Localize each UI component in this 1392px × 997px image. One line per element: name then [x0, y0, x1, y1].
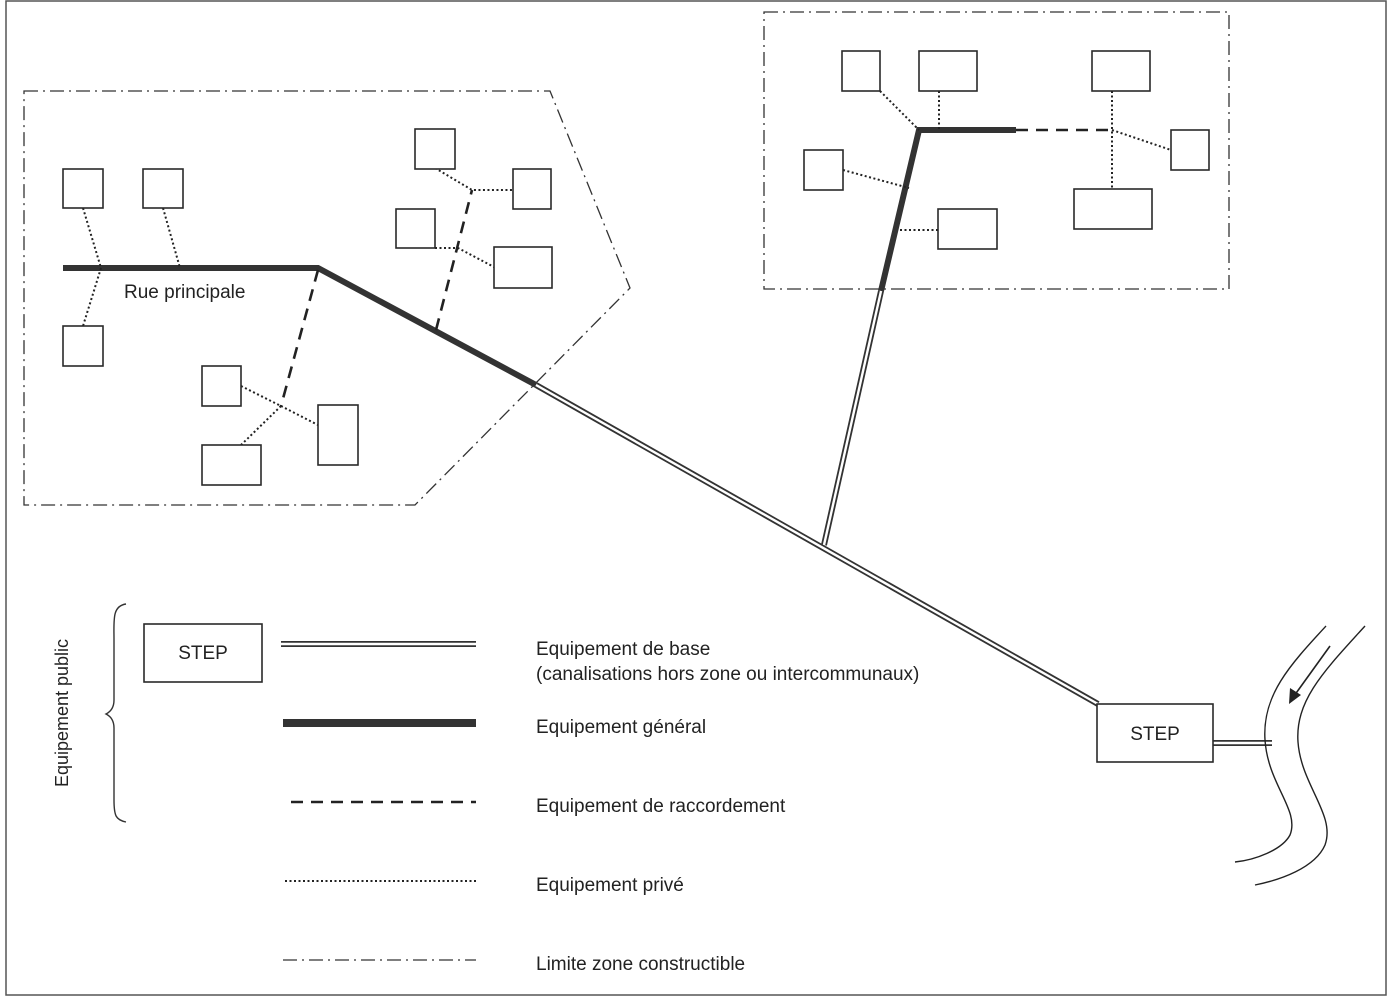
building — [201, 444, 262, 486]
base-line-main-inner — [535, 383, 1099, 706]
building — [512, 168, 552, 210]
building — [395, 208, 436, 249]
building — [918, 50, 978, 92]
private-line — [1111, 129, 1172, 151]
raccordement-line-left-north — [434, 189, 474, 331]
treatment-plant: STEP — [1096, 703, 1214, 763]
building — [1170, 129, 1210, 171]
building — [142, 168, 184, 209]
private-line — [879, 90, 920, 131]
building — [803, 149, 844, 191]
private-line — [82, 267, 102, 327]
legend-base-sublabel: (canalisations hors zone ou intercommuna… — [536, 664, 919, 685]
step-box — [1096, 703, 1214, 763]
legend-raccordement-label: Equipement de raccordement — [536, 796, 786, 817]
building — [493, 246, 553, 289]
private-line — [82, 207, 102, 269]
private-line — [435, 247, 495, 268]
river-flow-arrowhead-icon — [1289, 688, 1301, 704]
diagram-frame — [5, 0, 1387, 996]
legend-limite-label: Limite zone constructible — [536, 954, 745, 975]
private-line — [842, 169, 910, 189]
river-bank-left — [1234, 625, 1327, 863]
building — [62, 168, 104, 209]
building — [937, 208, 998, 250]
river — [1234, 625, 1366, 886]
river-flow-arrow — [1293, 645, 1331, 697]
river-bank-right — [1254, 625, 1366, 886]
zone-boundary-left — [23, 90, 631, 506]
legend: Equipement public STEP Equipement de bas… — [52, 603, 919, 975]
street-label: Rue principale — [124, 282, 245, 303]
base-equipment-network — [534, 290, 1272, 746]
building — [841, 50, 881, 92]
legend-step-box — [143, 623, 263, 683]
private-line — [280, 405, 319, 426]
legend-step-label: STEP — [178, 643, 228, 664]
legend-brace — [104, 603, 127, 823]
building-zone-right — [763, 11, 1230, 292]
legend-base-label: Equipement de base — [536, 639, 710, 660]
building — [414, 128, 456, 170]
legend-prive-label: Equipement privé — [536, 875, 684, 896]
building — [62, 325, 104, 367]
zone-boundary-right — [763, 11, 1230, 290]
general-line-main-street — [63, 265, 538, 388]
legend-group-label: Equipement public — [52, 639, 72, 787]
building-zone-left: Rue principale — [23, 90, 631, 506]
private-line — [434, 167, 513, 191]
building — [1091, 50, 1151, 92]
base-line-branch-inner — [822, 290, 883, 546]
private-line — [240, 405, 282, 446]
building — [317, 404, 359, 466]
private-line — [162, 207, 181, 269]
raccordement-line-left-south — [279, 269, 320, 407]
building — [201, 365, 242, 407]
step-label: STEP — [1130, 724, 1180, 745]
private-line — [240, 385, 282, 407]
legend-general-label: Equipement général — [536, 717, 706, 738]
building — [1073, 188, 1153, 230]
